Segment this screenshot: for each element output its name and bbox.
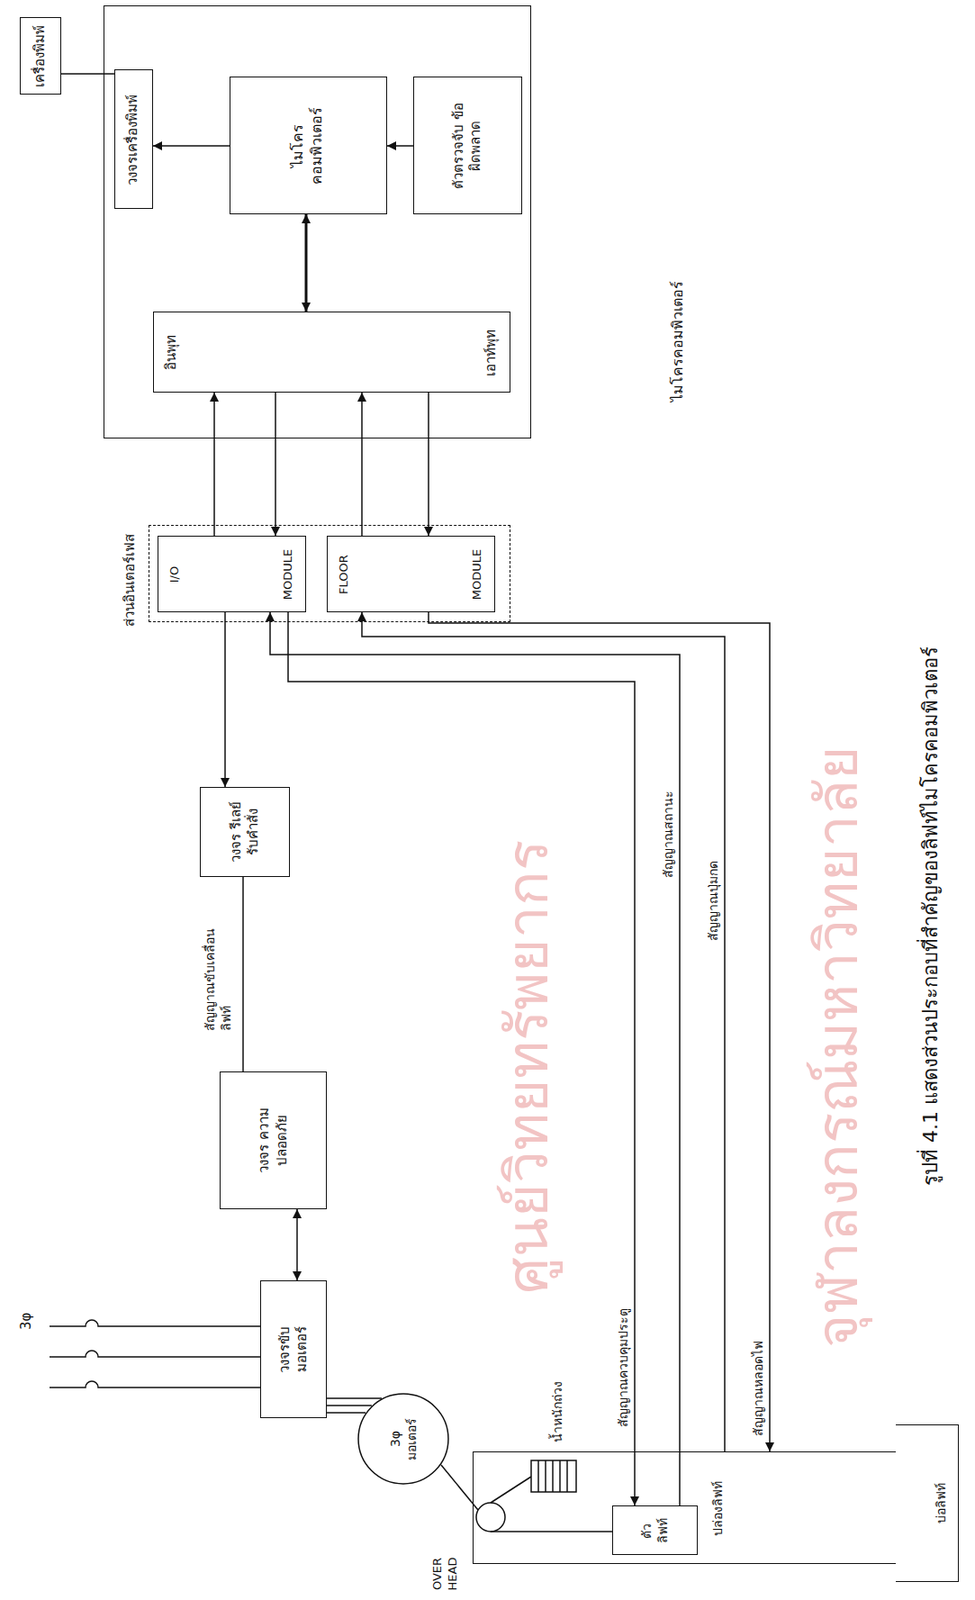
circle-outline: [357, 1392, 450, 1485]
figure-caption: รูปที่ 4.1 แสดงส่วนประกอบที่สำคัญของลิฟท…: [918, 646, 945, 1186]
stripe: [559, 1460, 561, 1492]
connector: [213, 392, 216, 536]
node-text: วงจร ความปลอดภัย: [255, 1095, 291, 1186]
signal-label: สัญญาณสถานะ: [659, 788, 677, 880]
car-box: ตัว ลิฟท์: [612, 1506, 698, 1556]
connector: [428, 612, 770, 1452]
watermark: ศูนย์วิทยทรัพยากร: [493, 839, 563, 1294]
group-heading: ไมโครคอมพิวเตอร์: [668, 280, 688, 402]
node-text: MODULE: [280, 549, 297, 600]
node-text: I/O: [167, 566, 183, 583]
phase-line-fuse: [49, 1381, 261, 1388]
module-box: FLOOR MODULE: [326, 536, 496, 614]
connector: [224, 612, 226, 787]
phase-line-fuse: [49, 1350, 261, 1357]
motor-circle: 3φ มอเตอร์: [357, 1392, 450, 1485]
group-heading: ปล่องลิฟท์: [709, 1480, 726, 1536]
node-text: ตัว ลิฟท์: [638, 1512, 671, 1549]
signal-label: สัญญาณควบคุมประตู: [614, 1306, 632, 1429]
interface-group: ส่วนอินเตอร์เฟสI/OMODULEFLOORMODULE: [148, 524, 511, 623]
connector: [153, 144, 230, 147]
phase-label: 3φ: [18, 1312, 37, 1330]
node-text: 3φ มอเตอร์: [387, 1411, 420, 1466]
safety-box: วงจร ความปลอดภัย: [219, 1071, 327, 1210]
node-text: วงจร รีเลย์ รับคำสั่ง: [227, 800, 263, 864]
pit: บ่อลิฟท์: [895, 1424, 959, 1582]
group-box: ไมโครคอมพิวเตอร์วงจรเครื่องพิมพ์ไมโคร คอ…: [103, 5, 532, 439]
signal-label: สัญญาณขับเคลื่อนลิฟท์: [201, 920, 235, 1033]
relay-box: วงจร รีเลย์ รับคำสั่ง: [199, 786, 290, 877]
connector: [427, 392, 430, 536]
counterweight: [531, 1460, 577, 1492]
node-text: วงจรเครื่องพิมพ์: [124, 94, 143, 186]
connector: [361, 392, 363, 536]
stripe: [566, 1460, 569, 1492]
connector: [296, 1209, 298, 1281]
device-box: เครื่องพิมพ์: [19, 17, 62, 95]
connector: [387, 144, 414, 147]
module-box: I/O MODULE: [157, 536, 307, 614]
io-box: อินพุท เอาท์พุท: [153, 312, 511, 394]
part-label: น้ำหนักถ่วง: [549, 1381, 566, 1443]
pulley: [476, 1502, 506, 1532]
stripe: [544, 1460, 547, 1492]
process-box: ตัวตรวจจับ ข้อผิดพลาด: [413, 77, 523, 216]
node-text: บ่อลิฟท์: [932, 1482, 949, 1524]
watermark: จุฬาลงกรณ์มหาวิทยาลัย: [803, 745, 873, 1348]
connector: [305, 214, 308, 312]
process-box: ไมโคร คอมพิวเตอร์: [229, 77, 388, 216]
connector: [270, 612, 680, 1506]
shaft: ปล่องลิฟท์ตัว ลิฟท์: [472, 1451, 896, 1564]
connector: [288, 612, 635, 1506]
connector: [361, 612, 725, 1452]
node-text: ตัวตรวจจับ ข้อผิดพลาด: [450, 96, 486, 196]
node-text: เครื่องพิมพ์: [31, 25, 50, 88]
signal-label: สัญญาณหลอดไฟ: [749, 1338, 767, 1438]
node-text: MODULE: [469, 549, 486, 600]
stripe: [551, 1460, 554, 1492]
stripe: [537, 1460, 540, 1492]
connector: [242, 876, 244, 1072]
node-text: อินพุท: [162, 334, 181, 371]
group-heading: ส่วนอินเตอร์เฟส: [121, 533, 140, 627]
connector: [274, 392, 277, 536]
process-box: วงจรเครื่องพิมพ์: [114, 70, 154, 210]
connector: [61, 72, 115, 75]
node-text: ไมโคร คอมพิวเตอร์: [288, 96, 327, 196]
car-rope: [490, 1530, 613, 1533]
drive-box: วงจรขับ มอเตอร์: [260, 1280, 327, 1418]
zone-label: OVER HEAD: [430, 1551, 461, 1597]
phase-line-fuse: [49, 1319, 261, 1327]
signal-label: สัญญาณปุ่มกด: [704, 858, 722, 943]
node-text: เอาท์พุท: [482, 329, 501, 377]
counterweight-rope: [490, 1476, 532, 1503]
counterweight-stripes: [538, 1460, 568, 1492]
node-text: วงจรขับ มอเตอร์: [276, 1304, 312, 1395]
node-text: FLOOR: [336, 554, 353, 595]
